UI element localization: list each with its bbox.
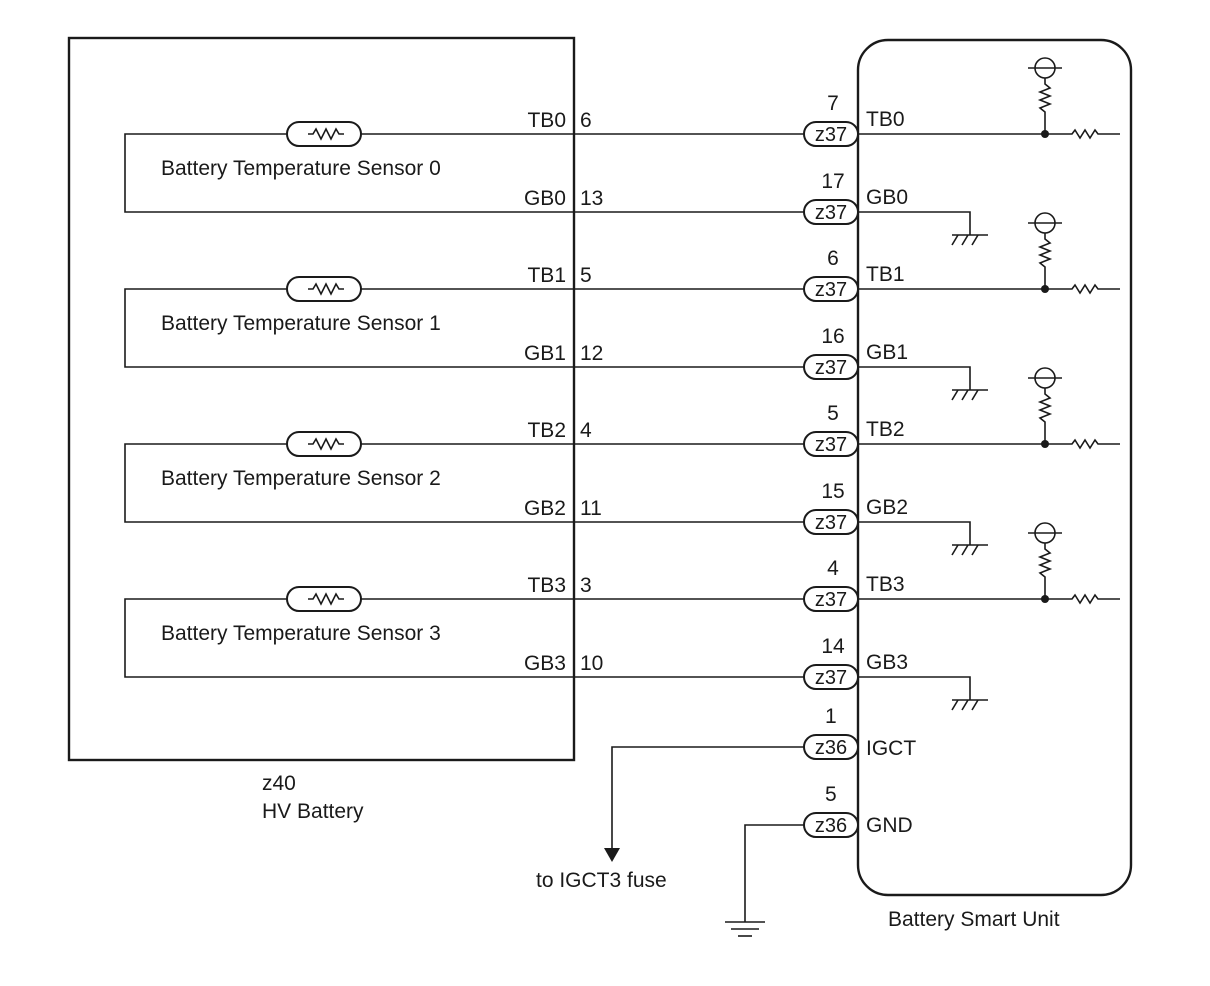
hv-battery-box <box>67 36 576 762</box>
battery-ground-pin: 11 <box>580 497 602 520</box>
connector-ground-pin: 14 <box>821 635 845 658</box>
unit-ground-wire <box>858 521 971 545</box>
ground-symbol-icon <box>725 921 765 937</box>
sensor-loop-wire <box>124 443 805 523</box>
battery-signal-pin: 4 <box>580 419 592 442</box>
battery-signal-name: TB3 <box>527 574 566 597</box>
connector-z36-gnd <box>803 812 859 838</box>
connector-ground-pin: 15 <box>821 480 844 503</box>
unit-ground-wire <box>858 366 971 390</box>
pull-up-resistor-icon <box>1037 78 1053 134</box>
resistor-zigzag-icon <box>308 127 344 141</box>
battery-ground-name: GB2 <box>524 497 566 520</box>
unit-ground-wire <box>858 676 971 700</box>
sensor-label: Battery Temperature Sensor 3 <box>161 622 441 645</box>
igct-wire <box>611 746 805 848</box>
unit-ground-name: GB0 <box>866 186 908 209</box>
connector-label: z37 <box>815 434 847 456</box>
battery-signal-pin: 6 <box>580 109 592 132</box>
igct-name: IGCT <box>866 737 916 760</box>
sensor-label: Battery Temperature Sensor 1 <box>161 312 441 335</box>
igct-circuit: to IGCT3 fuse 1 z36 IGCT <box>536 705 916 892</box>
unit-ground-name: GB3 <box>866 651 908 674</box>
igct-pin: 1 <box>825 705 837 728</box>
battery-ground-pin: 12 <box>580 342 603 365</box>
connector-label: z37 <box>815 512 847 534</box>
arrow-down-icon <box>604 848 620 862</box>
resistor-zigzag-icon <box>308 437 344 451</box>
connector-ground-pin: 16 <box>821 325 844 348</box>
battery-ground-name: GB0 <box>524 187 566 210</box>
unit-ground-wire <box>858 211 971 235</box>
battery-signal-name: TB1 <box>527 264 566 287</box>
pull-up-resistor-icon <box>1037 233 1053 289</box>
gnd-circuit: 5 z36 GND <box>725 783 913 937</box>
chassis-ground-icon <box>951 544 988 556</box>
series-resistor-icon <box>1045 283 1120 295</box>
connector-signal-pin: 4 <box>827 557 839 580</box>
resistor-zigzag-icon <box>308 592 344 606</box>
connector-label: z37 <box>815 667 847 689</box>
battery-signal-name: TB2 <box>527 419 566 442</box>
connector-signal-pin: 5 <box>827 402 839 425</box>
connector-label: z37 <box>815 357 847 379</box>
battery-ground-name: GB3 <box>524 652 566 675</box>
pull-up-resistor-icon <box>1037 388 1053 444</box>
sensor-loop-wire <box>124 598 805 678</box>
unit-signal-name: TB0 <box>866 108 905 131</box>
sensor-loop-wire <box>124 288 805 368</box>
sensor-loop-wire <box>124 133 805 213</box>
series-resistor-icon <box>1045 593 1120 605</box>
connector-signal-pin: 6 <box>827 247 839 270</box>
battery-ground-pin: 13 <box>580 187 603 210</box>
series-resistor-icon <box>1045 438 1120 450</box>
battery-ground-pin: 10 <box>580 652 603 675</box>
chassis-ground-icon <box>951 699 988 711</box>
unit-ground-name: GB2 <box>866 496 908 519</box>
connector-label: z37 <box>815 589 847 611</box>
connector-label: z36 <box>815 737 847 759</box>
series-resistor-icon <box>1045 128 1120 140</box>
sensor-label: Battery Temperature Sensor 0 <box>161 157 441 180</box>
resistor-zigzag-icon <box>308 282 344 296</box>
igct-destination: to IGCT3 fuse <box>536 869 667 892</box>
gnd-wire <box>744 824 805 922</box>
chassis-ground-icon <box>951 234 988 246</box>
battery-smart-unit-name: Battery Smart Unit <box>888 908 1060 931</box>
connector-signal-pin: 7 <box>827 92 839 115</box>
unit-signal-name: TB3 <box>866 573 905 596</box>
battery-signal-pin: 5 <box>580 264 592 287</box>
pull-up-resistor-icon <box>1037 543 1053 599</box>
battery-smart-unit-box <box>856 38 1133 897</box>
chassis-ground-icon <box>951 389 988 401</box>
connector-ground-pin: 17 <box>821 170 844 193</box>
connector-label: z37 <box>815 124 847 146</box>
battery-ground-name: GB1 <box>524 342 566 365</box>
connector-label: z36 <box>815 815 847 837</box>
connector-label: z37 <box>815 202 847 224</box>
connector-label: z37 <box>815 279 847 301</box>
connector-z36-igct <box>803 734 859 760</box>
unit-signal-name: TB2 <box>866 418 905 441</box>
battery-signal-name: TB0 <box>527 109 566 132</box>
gnd-name: GND <box>866 814 913 837</box>
sensor-label: Battery Temperature Sensor 2 <box>161 467 441 490</box>
gnd-pin: 5 <box>825 783 837 806</box>
hv-battery-code: z40 <box>262 772 296 795</box>
unit-signal-name: TB1 <box>866 263 905 286</box>
hv-battery-name: HV Battery <box>262 800 364 823</box>
battery-signal-pin: 3 <box>580 574 592 597</box>
unit-ground-name: GB1 <box>866 341 908 364</box>
